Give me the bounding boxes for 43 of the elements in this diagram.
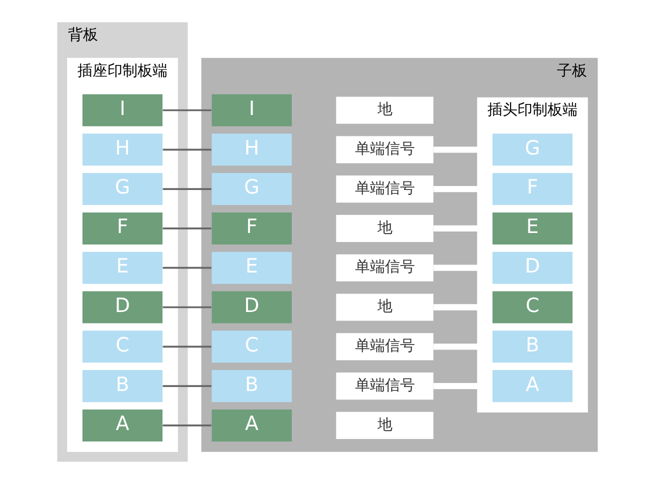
node-box: F [492,173,573,206]
connector [162,148,212,151]
node-box: 地 [336,96,434,124]
connector [162,385,212,387]
node-box: D [212,291,292,324]
node-box: F [212,212,292,244]
node-box: C [492,291,573,324]
node-box: 地 [336,294,434,321]
node-box: C [82,330,162,363]
node-box: 地 [336,412,434,439]
node-box: B [212,370,292,402]
connector [162,109,212,112]
connector [162,228,212,230]
node-box: E [492,212,573,244]
node-box: A [82,409,162,442]
node-box: A [212,409,292,442]
connector [162,346,212,348]
node-box: 单端信号 [336,372,434,400]
node-box: G [82,173,162,206]
node-box: 单端信号 [336,333,434,360]
node-box: C [212,330,292,363]
node-box: D [492,252,573,284]
node-box: E [82,252,162,284]
node-box: B [492,330,573,363]
node-box: I [82,94,162,126]
connector [162,306,212,308]
node-box: 单端信号 [336,136,434,164]
node-box: B [82,370,162,402]
node-box: 单端信号 [336,176,434,203]
node-box: D [82,291,162,324]
node-box: H [212,134,292,166]
node-box: 单端信号 [336,254,434,282]
node-box: A [492,370,573,402]
node-box: E [212,252,292,284]
node-box: I [212,94,292,126]
node-box: G [212,173,292,206]
node-box: H [82,134,162,166]
connector [162,424,212,426]
node-box: G [492,134,573,166]
connector [162,188,212,190]
node-box: F [82,212,162,244]
node-box: 地 [336,214,434,242]
connector [162,266,212,269]
